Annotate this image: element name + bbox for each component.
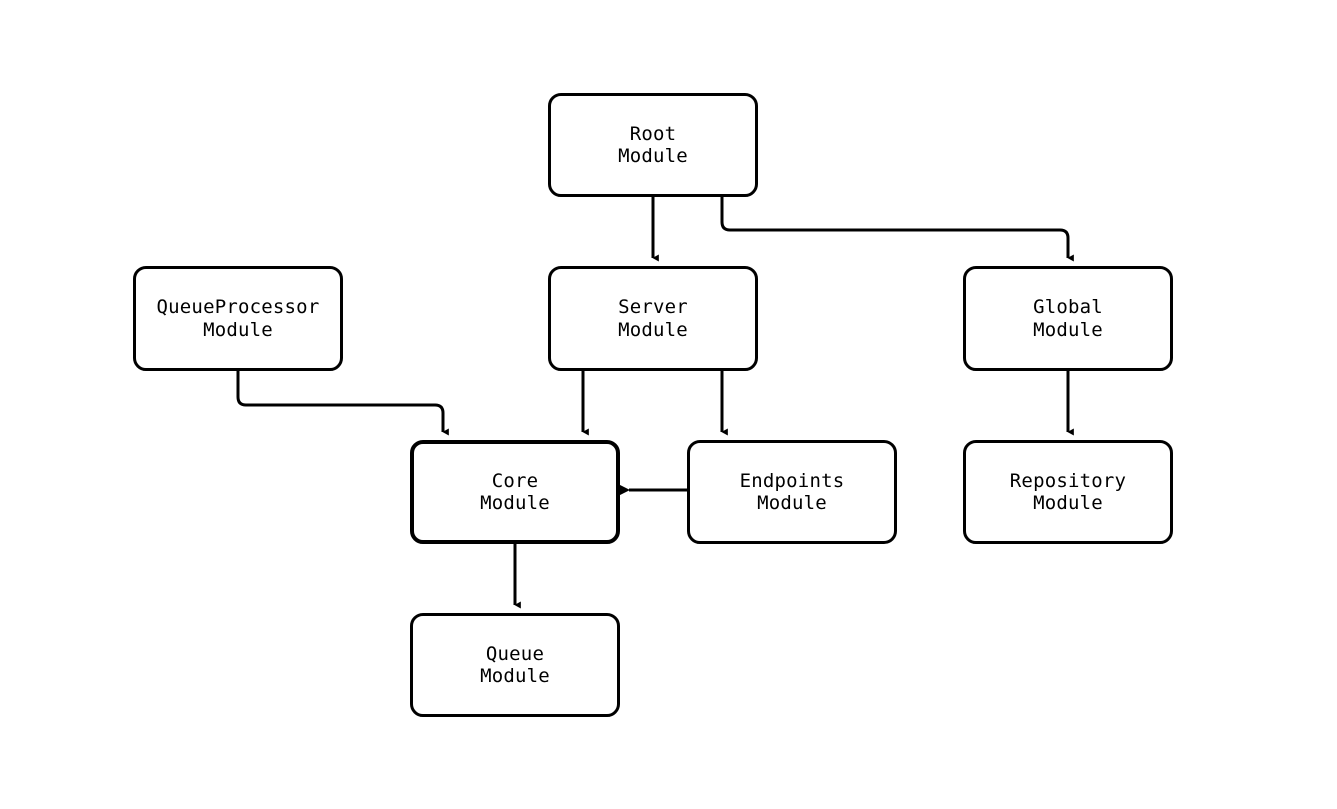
node-label-global: Global Module [1033, 296, 1103, 341]
node-queueprocessor[interactable]: QueueProcessor Module [133, 266, 343, 371]
node-server[interactable]: Server Module [548, 266, 758, 371]
node-endpoints[interactable]: Endpoints Module [687, 440, 897, 544]
node-root[interactable]: Root Module [548, 93, 758, 197]
node-label-queueprocessor: QueueProcessor Module [156, 296, 320, 341]
node-queue[interactable]: Queue Module [410, 613, 620, 717]
node-core[interactable]: Core Module [410, 440, 620, 544]
node-label-core: Core Module [480, 469, 550, 514]
node-label-server: Server Module [618, 296, 688, 341]
node-label-endpoints: Endpoints Module [739, 469, 845, 514]
node-label-root: Root Module [618, 122, 688, 167]
edge-root-to-global [720, 197, 1074, 262]
node-label-queue: Queue Module [480, 642, 550, 687]
node-label-repository: Repository Module [1009, 469, 1127, 514]
edge-queueprocessor-to-core [236, 371, 449, 436]
node-global[interactable]: Global Module [963, 266, 1173, 371]
node-repository[interactable]: Repository Module [963, 440, 1173, 544]
